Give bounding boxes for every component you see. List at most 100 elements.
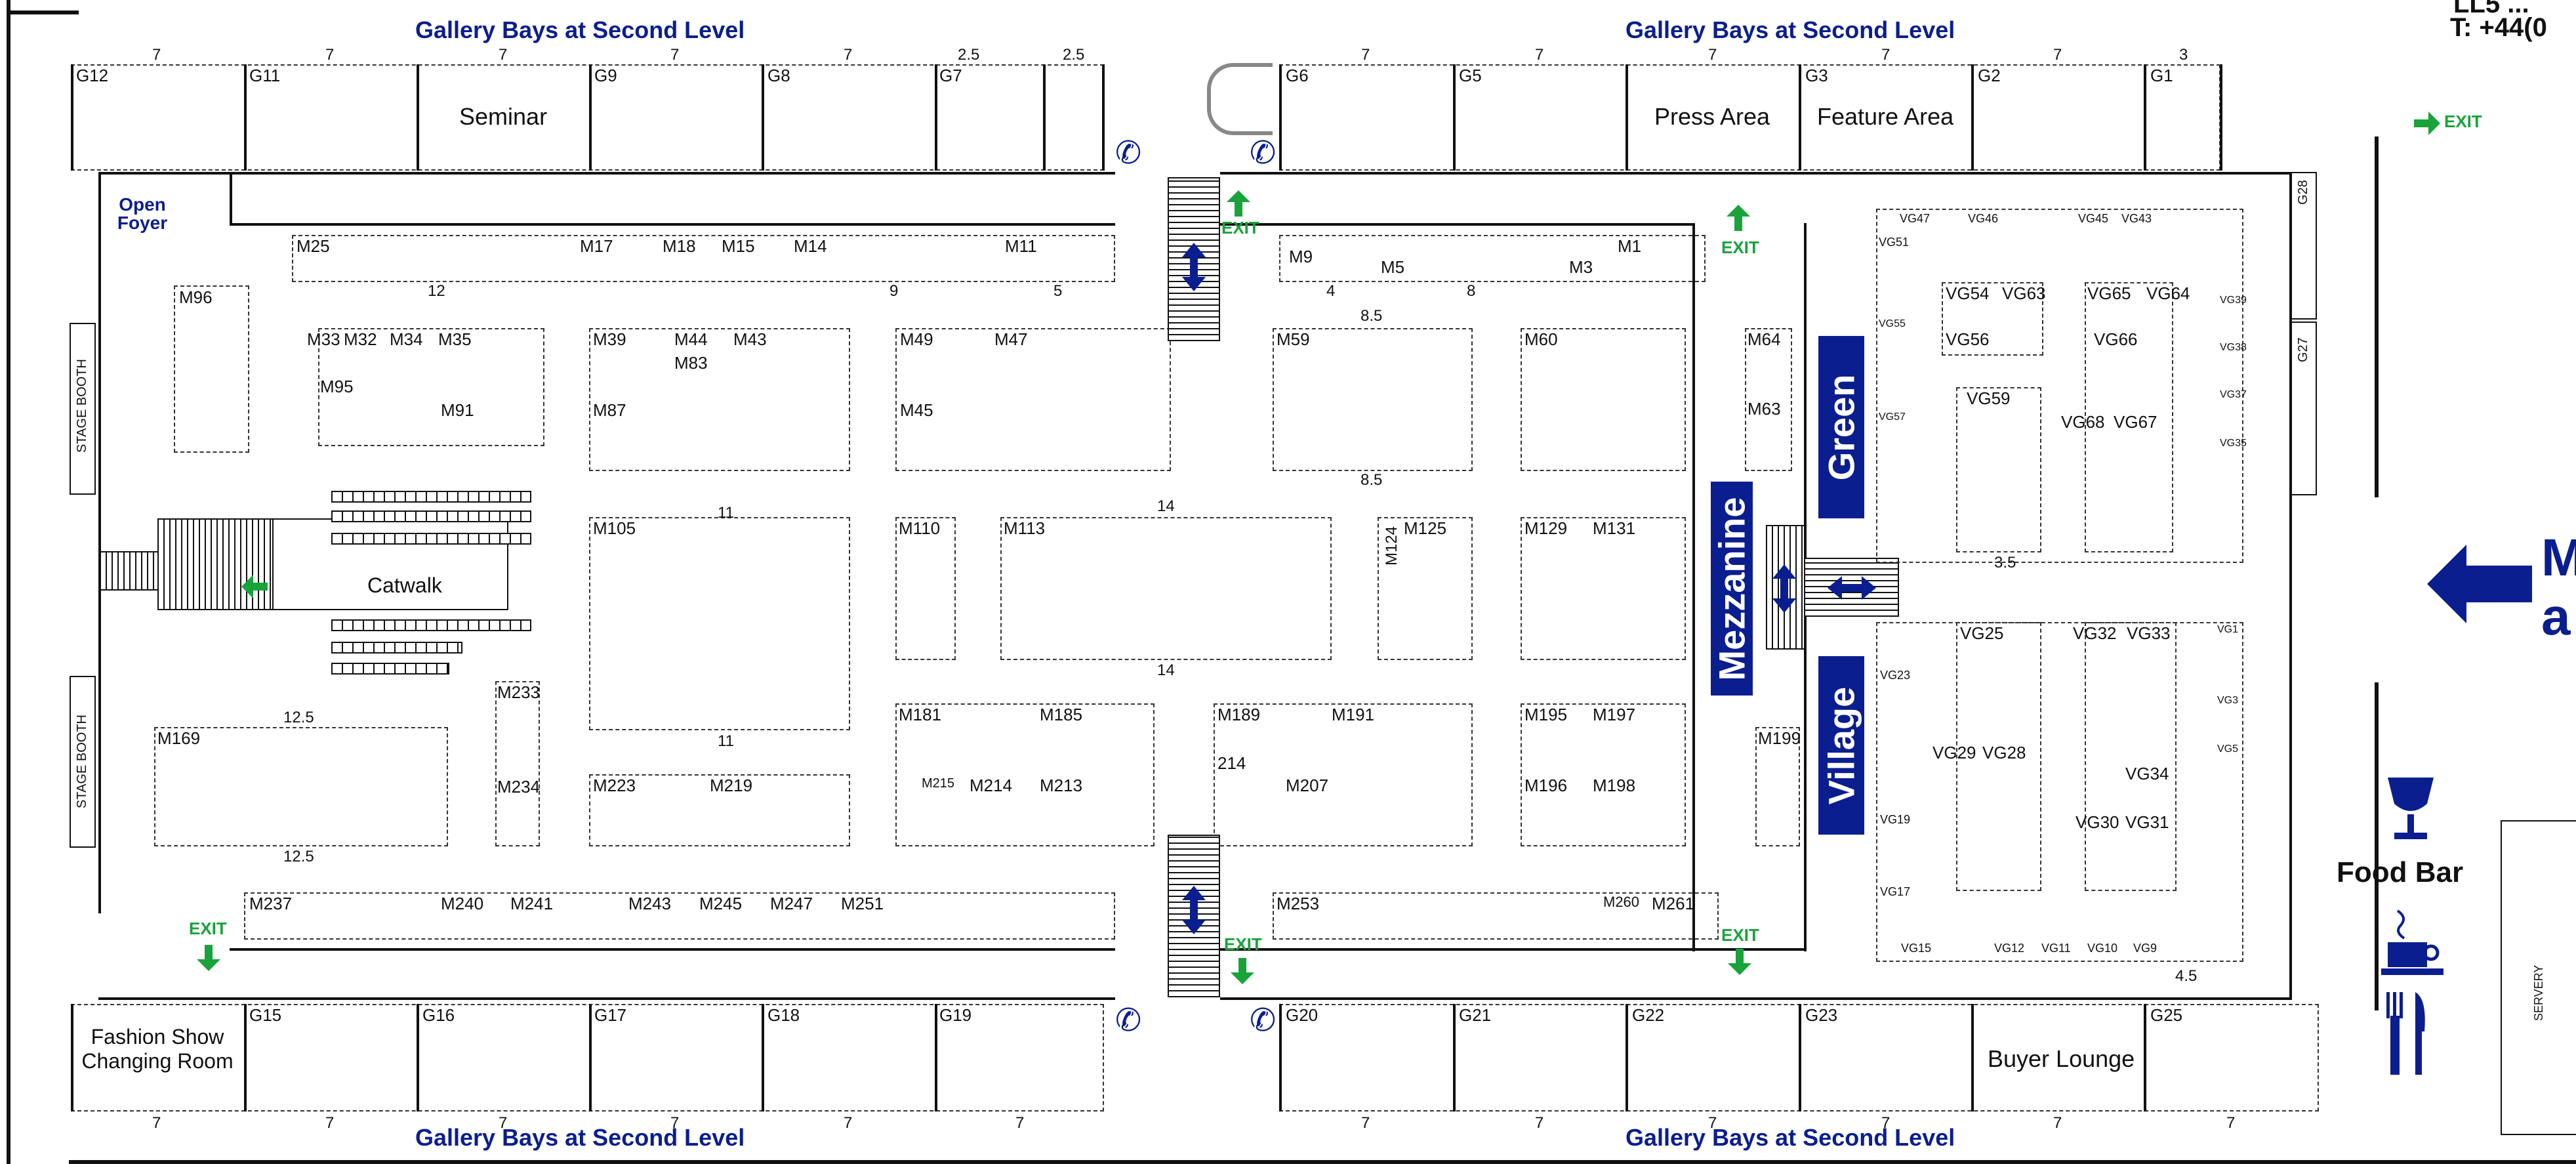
stand-VG29[interactable]: VG29 bbox=[1932, 743, 1976, 762]
stand-M113[interactable]: M113 bbox=[1004, 518, 1046, 538]
stand-VG64[interactable]: VG64 bbox=[2146, 283, 2190, 303]
press-area[interactable]: Press Area bbox=[1654, 103, 1770, 130]
stand-M131[interactable]: M131 bbox=[1593, 518, 1636, 538]
stand-VG57[interactable]: VG57 bbox=[1879, 411, 1906, 423]
stand-VG5[interactable]: VG5 bbox=[2217, 743, 2239, 755]
stand-M43[interactable]: M43 bbox=[733, 329, 767, 349]
stand-G25[interactable]: G25 bbox=[2150, 1005, 2183, 1025]
stand-G3[interactable]: G3 bbox=[1805, 66, 1828, 85]
stand-VG43[interactable]: VG43 bbox=[2121, 212, 2152, 225]
stand-214[interactable]: 214 bbox=[1217, 753, 1246, 773]
stand-M83[interactable]: M83 bbox=[674, 353, 708, 373]
fashion-changing-room[interactable]: Fashion Show Changing Room bbox=[81, 1025, 234, 1073]
stand-M233[interactable]: M233 bbox=[497, 682, 541, 702]
stand-M181[interactable]: M181 bbox=[899, 705, 942, 724]
stand-M199[interactable]: M199 bbox=[1758, 728, 1801, 748]
stage-booth[interactable] bbox=[70, 323, 96, 495]
stand-M243[interactable]: M243 bbox=[628, 894, 672, 913]
stand-VG15[interactable]: VG15 bbox=[1901, 942, 1932, 955]
stand-M247[interactable]: M247 bbox=[770, 894, 813, 913]
stand-VG32[interactable]: VG32 bbox=[2073, 623, 2117, 643]
stand-M18[interactable]: M18 bbox=[663, 236, 696, 256]
stand-M95[interactable]: M95 bbox=[320, 377, 354, 396]
stand-VG31[interactable]: VG31 bbox=[2125, 812, 2169, 832]
stand-M1[interactable]: M1 bbox=[1618, 236, 1642, 256]
stand-M191[interactable]: M191 bbox=[1332, 705, 1375, 724]
stand-M251[interactable]: M251 bbox=[841, 894, 884, 913]
stand-M240[interactable]: M240 bbox=[441, 894, 484, 913]
seminar-area[interactable]: Seminar bbox=[459, 103, 548, 130]
stand-M63[interactable]: M63 bbox=[1748, 399, 1781, 419]
stand-M110[interactable]: M110 bbox=[899, 518, 941, 538]
stand-M129[interactable]: M129 bbox=[1524, 518, 1568, 538]
stand-VG67[interactable]: VG67 bbox=[2114, 412, 2157, 432]
stand-VG17[interactable]: VG17 bbox=[1880, 885, 1911, 898]
stand-VG34[interactable]: VG34 bbox=[2125, 764, 2169, 783]
stand-M196[interactable]: M196 bbox=[1524, 776, 1568, 795]
stand-VG68[interactable]: VG68 bbox=[2061, 412, 2105, 432]
stand-VG33[interactable]: VG33 bbox=[2127, 623, 2171, 643]
stand-VG23[interactable]: VG23 bbox=[1880, 669, 1911, 682]
stand-G20[interactable]: G20 bbox=[1286, 1005, 1319, 1025]
stand-VG65[interactable]: VG65 bbox=[2087, 283, 2131, 303]
stand-VG12[interactable]: VG12 bbox=[1994, 942, 2025, 955]
stand-M17[interactable]: M17 bbox=[580, 236, 613, 256]
stand-G23[interactable]: G23 bbox=[1805, 1005, 1838, 1025]
stand-VG54[interactable]: VG54 bbox=[1946, 283, 1990, 303]
stand-VG56[interactable]: VG56 bbox=[1946, 329, 1990, 349]
stand-M197[interactable]: M197 bbox=[1593, 705, 1636, 724]
stand-VG63[interactable]: VG63 bbox=[2002, 283, 2046, 303]
stand-M241[interactable]: M241 bbox=[510, 894, 554, 913]
stand-M15[interactable]: M15 bbox=[722, 236, 755, 256]
stand-M64[interactable]: M64 bbox=[1748, 329, 1781, 349]
stand-M105[interactable]: M105 bbox=[593, 518, 636, 538]
stand-VG1[interactable]: VG1 bbox=[2217, 624, 2239, 635]
feature-area[interactable]: Feature Area bbox=[1817, 103, 1954, 130]
stand-VG9[interactable]: VG9 bbox=[2133, 942, 2157, 955]
stand-G1[interactable]: G1 bbox=[2150, 66, 2173, 85]
stand-G12[interactable]: G12 bbox=[76, 66, 109, 85]
buyer-lounge[interactable]: Buyer Lounge bbox=[1988, 1045, 2135, 1072]
stand-M87[interactable]: M87 bbox=[593, 400, 626, 420]
stand-M185[interactable]: M185 bbox=[1040, 705, 1083, 724]
stand-M125[interactable]: M125 bbox=[1404, 518, 1447, 538]
stand-VG11[interactable]: VG11 bbox=[2041, 942, 2071, 955]
stand-M261[interactable]: M261 bbox=[1652, 894, 1695, 913]
stand-G19[interactable]: G19 bbox=[939, 1005, 972, 1025]
stand-VG10[interactable]: VG10 bbox=[2087, 942, 2118, 955]
stand-M33[interactable]: M33 bbox=[307, 329, 340, 349]
stand-G16[interactable]: G16 bbox=[422, 1005, 455, 1025]
stand-M5[interactable]: M5 bbox=[1381, 257, 1405, 277]
stand-VG47[interactable]: VG47 bbox=[1900, 212, 1931, 225]
stand-G5[interactable]: G5 bbox=[1459, 66, 1482, 85]
stand-M234[interactable]: M234 bbox=[497, 777, 541, 797]
stand-G8[interactable]: G8 bbox=[767, 66, 790, 85]
stand-G15[interactable]: G15 bbox=[249, 1005, 282, 1025]
stand-M195[interactable]: M195 bbox=[1524, 705, 1568, 724]
stand-M60[interactable]: M60 bbox=[1524, 329, 1558, 349]
stand-G6[interactable]: G6 bbox=[1286, 66, 1309, 85]
stand-VG25[interactable]: VG25 bbox=[1960, 623, 2004, 643]
stand-M39[interactable]: M39 bbox=[593, 329, 626, 349]
stand-VG39[interactable]: VG39 bbox=[2220, 295, 2247, 306]
stand-M32[interactable]: M32 bbox=[344, 329, 377, 349]
stand-VG3[interactable]: VG3 bbox=[2217, 695, 2239, 706]
stand-M45[interactable]: M45 bbox=[900, 400, 933, 420]
stand-M35[interactable]: M35 bbox=[438, 329, 472, 349]
stand-M3[interactable]: M3 bbox=[1569, 257, 1593, 277]
stand-M198[interactable]: M198 bbox=[1593, 776, 1636, 795]
stand-VG35[interactable]: VG35 bbox=[2220, 438, 2247, 449]
stand-M260[interactable]: M260 bbox=[1603, 894, 1640, 910]
stand-VG37[interactable]: VG37 bbox=[2220, 389, 2247, 400]
stand-G17[interactable]: G17 bbox=[594, 1005, 627, 1025]
stand-VG59[interactable]: VG59 bbox=[1967, 388, 2011, 408]
stand-M219[interactable]: M219 bbox=[710, 776, 753, 795]
stand-M34[interactable]: M34 bbox=[390, 329, 423, 349]
stand-G18[interactable]: G18 bbox=[767, 1005, 800, 1025]
stand-M213[interactable]: M213 bbox=[1040, 776, 1083, 795]
stand-M207[interactable]: M207 bbox=[1286, 776, 1329, 795]
stand-VG51[interactable]: VG51 bbox=[1879, 236, 1910, 249]
stand-G27[interactable]: G27 bbox=[2296, 337, 2310, 362]
stand-M124[interactable]: M124 bbox=[1383, 526, 1400, 566]
stand-M9[interactable]: M9 bbox=[1289, 247, 1313, 266]
